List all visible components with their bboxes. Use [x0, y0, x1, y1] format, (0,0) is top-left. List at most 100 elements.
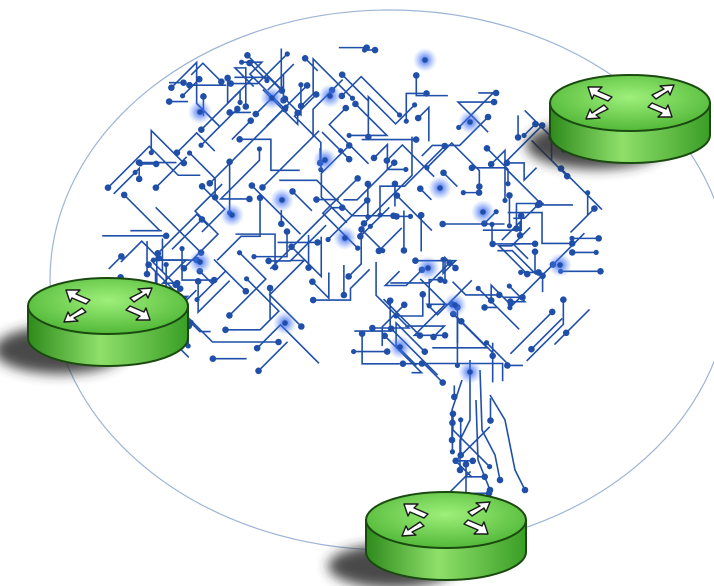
circuit-node: [591, 205, 598, 212]
circuit-trace: [513, 202, 540, 220]
circuit-trace: [218, 148, 261, 200]
circuit-node: [396, 112, 403, 118]
circuit-trace: [569, 192, 595, 234]
circuit-node: [283, 228, 291, 235]
circuit-node: [475, 285, 481, 291]
circuit-node: [452, 457, 460, 465]
circuit-trace: [311, 272, 330, 301]
circuit-node: [503, 159, 511, 167]
circuit-node: [532, 120, 539, 128]
circuit-node: [342, 104, 350, 112]
circuit-node: [507, 298, 514, 305]
router-left[interactable]: [0, 277, 189, 374]
circuit-node: [386, 297, 394, 304]
circuit-trace: [509, 311, 553, 355]
circuit-node: [412, 102, 418, 108]
circuit-node: [363, 44, 370, 51]
circuit-trace: [412, 278, 447, 337]
circuit-node: [338, 71, 346, 79]
router-bottom[interactable]: [328, 491, 527, 586]
circuit-trace: [373, 142, 406, 171]
circuit-trace: [432, 313, 490, 349]
router-icon: [365, 491, 527, 581]
circuit-node: [439, 220, 446, 228]
circuit-node: [448, 436, 456, 444]
circuit-node: [490, 98, 498, 106]
circuit-node: [313, 196, 320, 203]
circuit-node: [303, 82, 311, 89]
circuit-node: [349, 95, 356, 101]
circuit-node: [278, 220, 285, 228]
circuit-node: [312, 91, 320, 98]
circuit-node: [487, 417, 494, 424]
circuit-node: [514, 134, 522, 141]
circuit-node: [483, 145, 491, 152]
circuit-node: [487, 464, 493, 470]
circuit-node: [165, 98, 173, 105]
circuit-node: [381, 332, 388, 340]
circuit-node: [403, 166, 409, 173]
circuit-node: [460, 190, 466, 196]
circuit-node: [246, 59, 253, 67]
circuit-trace: [150, 238, 177, 286]
circuit-node: [279, 197, 285, 203]
circuit-node: [400, 247, 408, 254]
circuit-node: [259, 184, 266, 191]
circuit-node: [224, 74, 231, 82]
circuit-node: [504, 362, 511, 369]
circuit-trace: [497, 249, 536, 276]
circuit-node: [209, 355, 217, 363]
circuit-trace: [253, 231, 288, 258]
circuit-node: [371, 46, 379, 54]
circuit-trace: [171, 218, 203, 250]
circuit-node: [454, 362, 461, 368]
circuit-trace: [506, 124, 543, 161]
circuit-trace: [328, 107, 370, 165]
circuit-node: [198, 126, 205, 133]
circuit-node: [364, 180, 372, 188]
circuit-trace: [234, 76, 283, 92]
circuit-node: [403, 118, 409, 124]
circuit-node: [557, 165, 565, 172]
circuit-node: [505, 181, 511, 187]
circuit-node: [298, 82, 304, 88]
circuit-node: [239, 59, 245, 65]
circuit-node: [322, 157, 328, 163]
circuit-trace: [284, 84, 302, 117]
circuit-node: [370, 154, 378, 162]
circuit-node: [367, 223, 373, 229]
circuit-trace: [395, 294, 424, 317]
circuit-node: [234, 105, 241, 113]
circuit-node: [179, 246, 185, 252]
router-top-right[interactable]: [526, 74, 711, 169]
circuit-node: [569, 235, 575, 241]
circuit-trace: [231, 120, 252, 141]
circuit-trace: [150, 128, 185, 164]
circuit-node: [492, 89, 500, 97]
circuit-node: [597, 268, 604, 275]
circuit-trace: [507, 211, 573, 245]
circuit-trace: [526, 299, 565, 362]
router-icon: [27, 277, 189, 367]
circuit-node: [557, 262, 563, 268]
circuit-node: [426, 303, 432, 309]
circuit-trace: [490, 148, 506, 201]
circuit-node: [484, 113, 492, 121]
circuit-node: [195, 75, 203, 83]
circuit-node: [365, 133, 372, 141]
circuit-node: [365, 214, 371, 220]
circuit-node: [440, 169, 447, 177]
circuit-node: [352, 100, 359, 108]
circuit-node: [424, 165, 430, 171]
circuit-trace: [225, 278, 280, 331]
circuit-node: [354, 175, 361, 182]
circuit-trace: [182, 78, 200, 97]
circuit-trace: [291, 236, 323, 279]
circuit-node: [143, 270, 151, 278]
circuit-trace: [157, 213, 209, 254]
circuit-node: [506, 283, 512, 289]
circuit-node: [176, 285, 184, 292]
circuit-trace: [348, 226, 363, 278]
circuit-node: [104, 184, 112, 191]
